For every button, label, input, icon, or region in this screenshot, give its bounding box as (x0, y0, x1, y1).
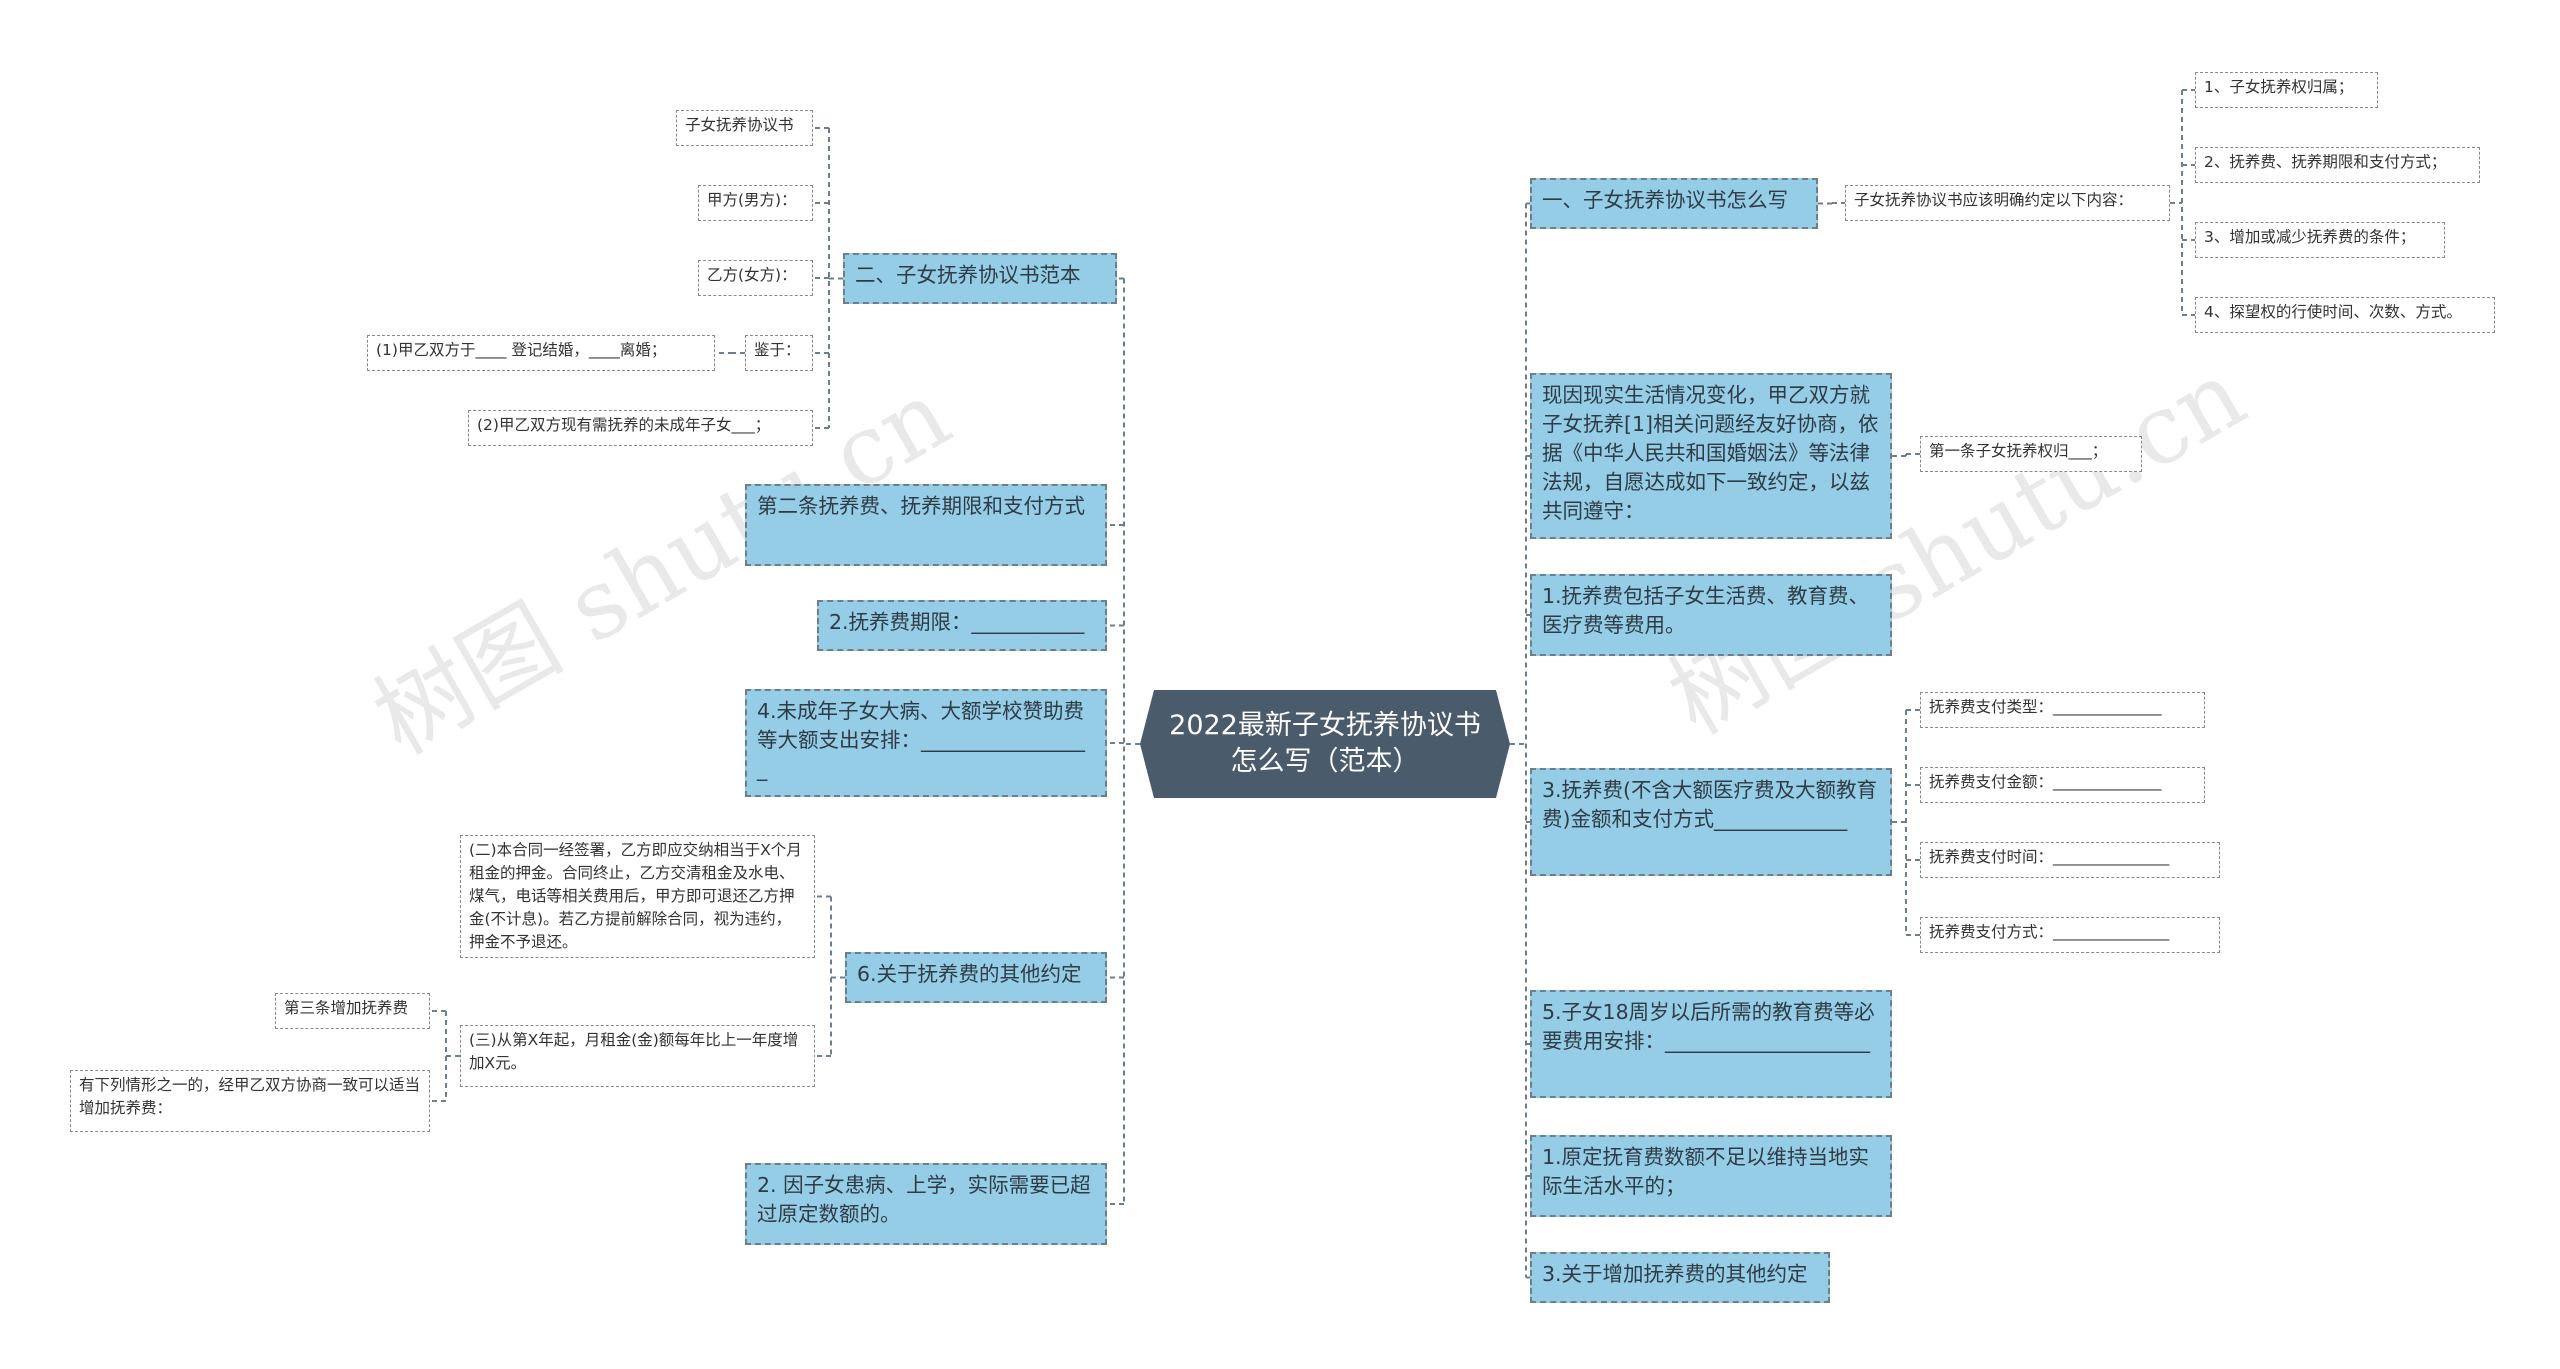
leaf-payment-amount[interactable]: 抚养费支付金额：______________ (1920, 767, 2205, 803)
topic-illness-schooling[interactable]: 2. 因子女患病、上学，实际需要已超过原定数额的。 (745, 1163, 1107, 1245)
leaf-payment-time[interactable]: 抚养费支付时间：_______________ (1920, 842, 2220, 878)
leaf-custody[interactable]: 1、子女抚养权归属； (2195, 72, 2378, 108)
leaf-whereas[interactable]: 鉴于： (745, 335, 813, 371)
topic-article-two[interactable]: 第二条抚养费、抚养期限和支付方式 (745, 484, 1107, 566)
topic-other-increase-terms[interactable]: 3.关于增加抚养费的其他约定 (1530, 1252, 1830, 1303)
topic-other-support-terms[interactable]: 6.关于抚养费的其他约定 (845, 952, 1107, 1003)
leaf-support-terms[interactable]: 2、抚养费、抚养期限和支付方式； (2195, 147, 2480, 183)
leaf-visitation[interactable]: 4、探望权的行使时间、次数、方式。 (2195, 297, 2495, 333)
leaf-article-one[interactable]: 第一条子女抚养权归___； (1920, 436, 2142, 472)
leaf-payment-type[interactable]: 抚养费支付类型：______________ (1920, 692, 2205, 728)
topic-amount-payment[interactable]: 3.抚养费(不含大额医疗费及大额教育费)金额和支付方式_____________ (1530, 768, 1892, 876)
leaf-marriage-clause[interactable]: (1)甲乙双方于____ 登记结婚，____离婚； (367, 335, 715, 371)
leaf-increase-conditions[interactable]: 有下列情形之一的，经甲乙双方协商一致可以适当增加抚养费： (70, 1070, 430, 1132)
topic-how-to-write[interactable]: 一、子女抚养协议书怎么写 (1530, 178, 1818, 229)
topic-insufficient-support[interactable]: 1.原定抚育费数额不足以维持当地实际生活水平的； (1530, 1135, 1892, 1217)
leaf-party-b[interactable]: 乙方(女方)： (698, 260, 813, 296)
leaf-adjust-conditions[interactable]: 3、增加或减少抚养费的条件； (2195, 222, 2445, 258)
leaf-required-content[interactable]: 子女抚养协议书应该明确约定以下内容： (1845, 185, 2170, 221)
leaf-deposit-clause[interactable]: (二)本合同一经签署，乙方即应交纳相当于X个月租金的押金。合同终止，乙方交清租金… (460, 835, 815, 958)
leaf-party-a[interactable]: 甲方(男方)： (698, 185, 813, 221)
topic-support-items[interactable]: 1.抚养费包括子女生活费、教育费、医疗费等费用。 (1530, 574, 1892, 656)
topic-major-expenses[interactable]: 4.未成年子女大病、大额学校赞助费等大额支出安排：_______________… (745, 689, 1107, 797)
topic-support-period[interactable]: 2.抚养费期限：___________ (817, 600, 1107, 651)
leaf-agreement-title[interactable]: 子女抚养协议书 (676, 110, 813, 146)
leaf-rent-increase-clause[interactable]: (三)从第X年起，月租金(金)额每年比上一年度增加X元。 (460, 1025, 815, 1087)
leaf-payment-method[interactable]: 抚养费支付方式：_______________ (1920, 917, 2220, 953)
root-topic[interactable]: 2022最新子女抚养协议书怎么写（范本） (1140, 690, 1510, 798)
topic-agreement-template[interactable]: 二、子女抚养协议书范本 (843, 253, 1117, 304)
leaf-article-three[interactable]: 第三条增加抚养费 (275, 993, 430, 1029)
topic-preamble[interactable]: 现因现实生活情况变化，甲乙双方就子女抚养[1]相关问题经友好协商，依据《中华人民… (1530, 373, 1892, 539)
topic-education-after-18[interactable]: 5.子女18周岁以后所需的教育费等必要费用安排：________________… (1530, 990, 1892, 1098)
leaf-minor-children-clause[interactable]: (2)甲乙双方现有需抚养的未成年子女___； (468, 410, 813, 446)
